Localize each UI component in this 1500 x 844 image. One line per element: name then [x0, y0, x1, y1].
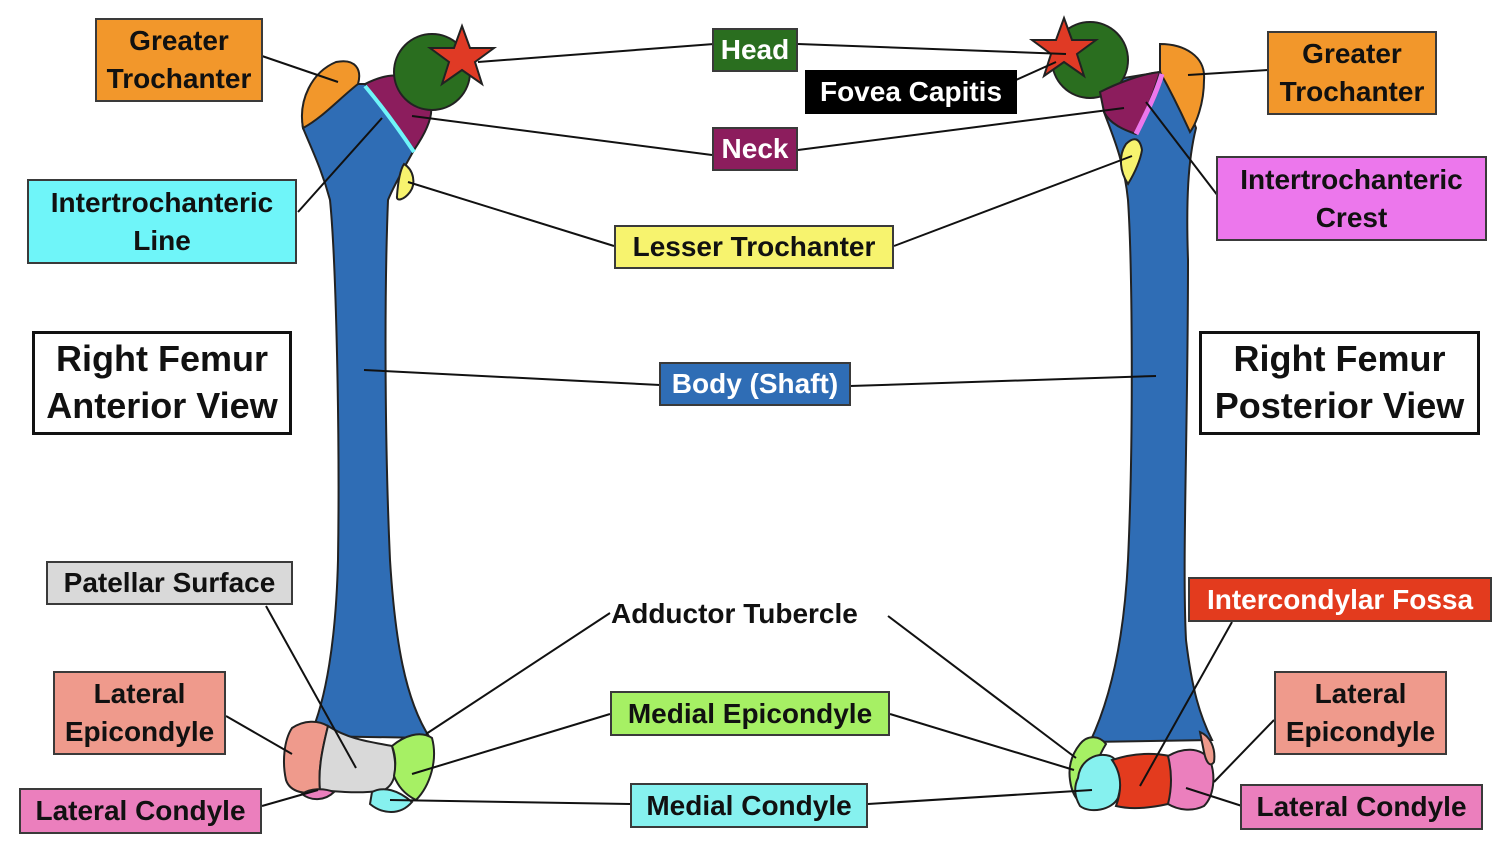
leader-medial-condyle-left [389, 799, 631, 805]
title-anterior: Right Femur Anterior View [32, 331, 292, 435]
leader-greater-trochanter-right [1187, 69, 1269, 76]
leader-intertrochanteric-line [297, 117, 383, 213]
leader-medial-epicondyle-right [889, 713, 1075, 771]
leader-adductor-right [887, 615, 1077, 759]
leader-lateral-condyle-left [261, 789, 319, 807]
label-lateral-condyle-left: Lateral Condyle [19, 788, 262, 834]
leader-head-right [797, 43, 1067, 55]
leader-lines [225, 43, 1275, 807]
leader-intertrochanteric-crest [1145, 101, 1219, 197]
anterior-fovea-star [426, 23, 498, 87]
leader-medial-epicondyle-left [411, 713, 611, 775]
leader-patellar-surface [265, 605, 357, 769]
label-patellar-surface: Patellar Surface [46, 561, 293, 605]
posterior-greater-trochanter [1159, 42, 1206, 134]
label-intertrochanteric-line: Intertrochanteric Line [27, 179, 297, 264]
label-head: Head [712, 28, 798, 72]
anterior-femur [283, 33, 471, 813]
leader-head-left [477, 43, 715, 63]
posterior-fovea-star [1028, 15, 1100, 79]
leader-lesser-trochanter-left [407, 181, 615, 247]
label-lateral-condyle-right: Lateral Condyle [1240, 784, 1483, 830]
label-fovea-capitis: Fovea Capitis [805, 70, 1017, 114]
leader-medial-condyle-right [867, 789, 1093, 805]
label-adductor-tubercle: Adductor Tubercle [611, 598, 858, 629]
leader-fovea [1015, 61, 1057, 81]
leader-lesser-trochanter-right [893, 155, 1133, 247]
label-medial-condyle: Medial Condyle [630, 783, 868, 828]
label-lateral-epicondyle-right: Lateral Epicondyle [1274, 671, 1447, 755]
label-greater-trochanter-left: Greater Trochanter [95, 18, 263, 102]
anterior-intertrochanteric-line [363, 84, 416, 154]
leader-body-right [849, 375, 1157, 387]
posterior-femur [1051, 21, 1216, 812]
label-greater-trochanter-right: Greater Trochanter [1267, 31, 1437, 115]
leader-greater-trochanter-left [261, 55, 339, 83]
posterior-shaft [1088, 70, 1214, 744]
label-body-shaft: Body (Shaft) [659, 362, 851, 406]
posterior-lesser-trochanter [1120, 138, 1144, 186]
leader-neck-left [411, 115, 713, 156]
anterior-lesser-trochanter [395, 162, 415, 201]
leader-adductor-left [425, 612, 611, 735]
label-intertrochanteric-crest: Intertrochanteric Crest [1216, 156, 1487, 241]
label-medial-epicondyle: Medial Epicondyle [610, 691, 890, 736]
posterior-intertrochanteric-crest [1133, 73, 1165, 136]
leader-lateral-condyle-right [1185, 787, 1243, 807]
leader-body-left [363, 369, 661, 386]
label-intercondylar-fossa: Intercondylar Fossa [1188, 577, 1492, 622]
leader-neck-right [797, 107, 1125, 151]
anterior-medial-epicondyle [390, 733, 436, 802]
leader-intercondylar-fossa [1139, 621, 1233, 787]
title-posterior: Right Femur Posterior View [1199, 331, 1480, 435]
posterior-lateral-condyle [1166, 748, 1215, 811]
posterior-lateral-epicondyle [1198, 730, 1216, 766]
leader-lateral-epicondyle-right [1213, 719, 1275, 783]
label-lateral-epicondyle-left: Lateral Epicondyle [53, 671, 226, 755]
anterior-greater-trochanter [301, 60, 361, 130]
label-lesser-trochanter: Lesser Trochanter [614, 225, 894, 269]
label-neck: Neck [712, 127, 798, 171]
leader-lateral-epicondyle-left [225, 715, 293, 755]
